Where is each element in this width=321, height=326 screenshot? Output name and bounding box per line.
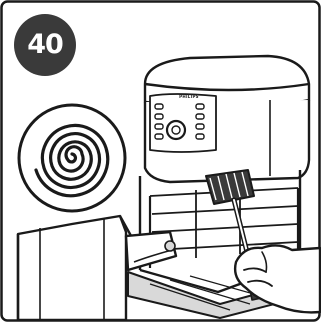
brand-logo: PHILIPS: [178, 94, 200, 99]
heating-coil-callout: [19, 105, 125, 211]
step-number-badge: 40: [14, 14, 76, 76]
